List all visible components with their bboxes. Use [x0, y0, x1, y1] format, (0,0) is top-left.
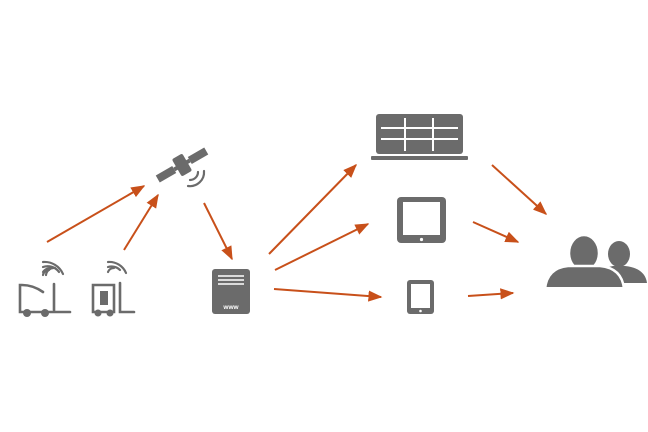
arrows	[46, 163, 548, 302]
wifi-signal-icon	[106, 260, 128, 275]
arrow-picker-to-satellite	[123, 193, 159, 251]
arrow-satellite-to-server	[203, 202, 233, 261]
smartphone-icon	[407, 280, 434, 314]
satellite-icon	[155, 147, 209, 188]
arrow-server-to-smartphone	[273, 288, 383, 302]
users-icon	[543, 233, 648, 291]
wifi-signal-icon	[41, 260, 65, 277]
arrow-server-to-tablet	[274, 223, 370, 271]
laptop-icon	[371, 114, 468, 160]
arrow-laptop-to-users	[491, 164, 548, 215]
arrow-tablet-to-users	[472, 221, 520, 243]
arrow-server-to-laptop	[268, 163, 357, 255]
server-label: www	[222, 304, 239, 311]
forklift-truck-icon	[18, 282, 72, 317]
order-picker-truck-icon	[91, 281, 136, 317]
web-server-icon: www	[212, 269, 250, 314]
tablet-icon	[397, 197, 446, 243]
arrow-forklift-to-satellite	[46, 185, 146, 243]
arrow-smartphone-to-users	[467, 288, 515, 300]
